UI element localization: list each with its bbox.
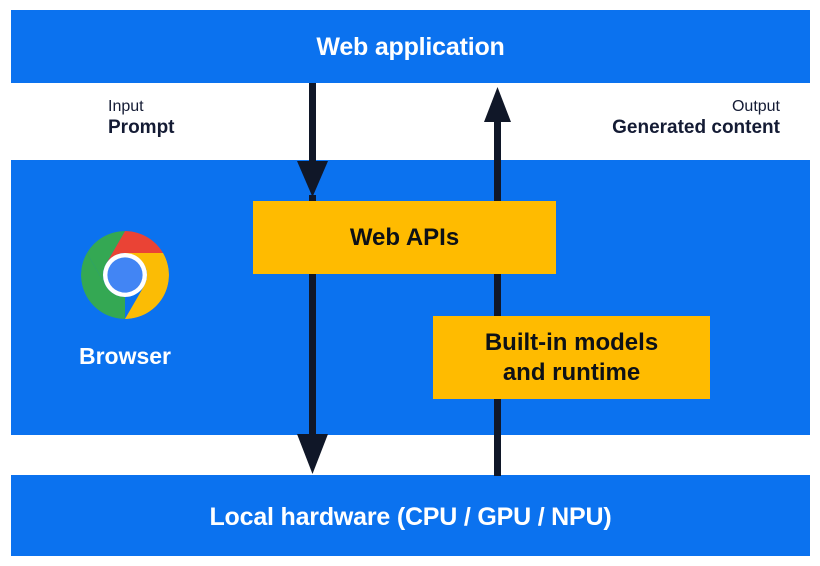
box-builtin-models-line2: and runtime xyxy=(502,358,641,386)
flow-label-output: Output Generated content xyxy=(612,98,780,139)
flow-input-value: Prompt xyxy=(108,116,175,138)
band-web-application-label: Web application xyxy=(316,33,505,61)
flow-label-input: Input Prompt xyxy=(108,98,175,139)
box-builtin-models[interactable]: Built-in models and runtime xyxy=(433,316,710,399)
band-local-hardware-label: Local hardware (CPU / GPU / NPU) xyxy=(209,503,612,531)
arrow-down-icon xyxy=(297,83,328,474)
flow-input-kicker: Input xyxy=(108,98,144,115)
box-web-apis-label: Web APIs xyxy=(349,223,460,251)
band-web-application: Web application xyxy=(11,10,810,83)
flow-output-value: Generated content xyxy=(612,116,780,138)
band-local-hardware: Local hardware (CPU / GPU / NPU) xyxy=(11,475,810,556)
flow-output-kicker: Output xyxy=(731,98,780,115)
box-builtin-models-line1: Built-in models xyxy=(484,329,659,357)
arrow-up-icon xyxy=(484,87,511,476)
box-web-apis[interactable]: Web APIs xyxy=(253,201,556,274)
chrome-logo-icon xyxy=(81,231,169,319)
browser-caption-label: Browser xyxy=(78,343,172,369)
box-builtin-models-label: Built-in models and runtime xyxy=(485,328,658,387)
